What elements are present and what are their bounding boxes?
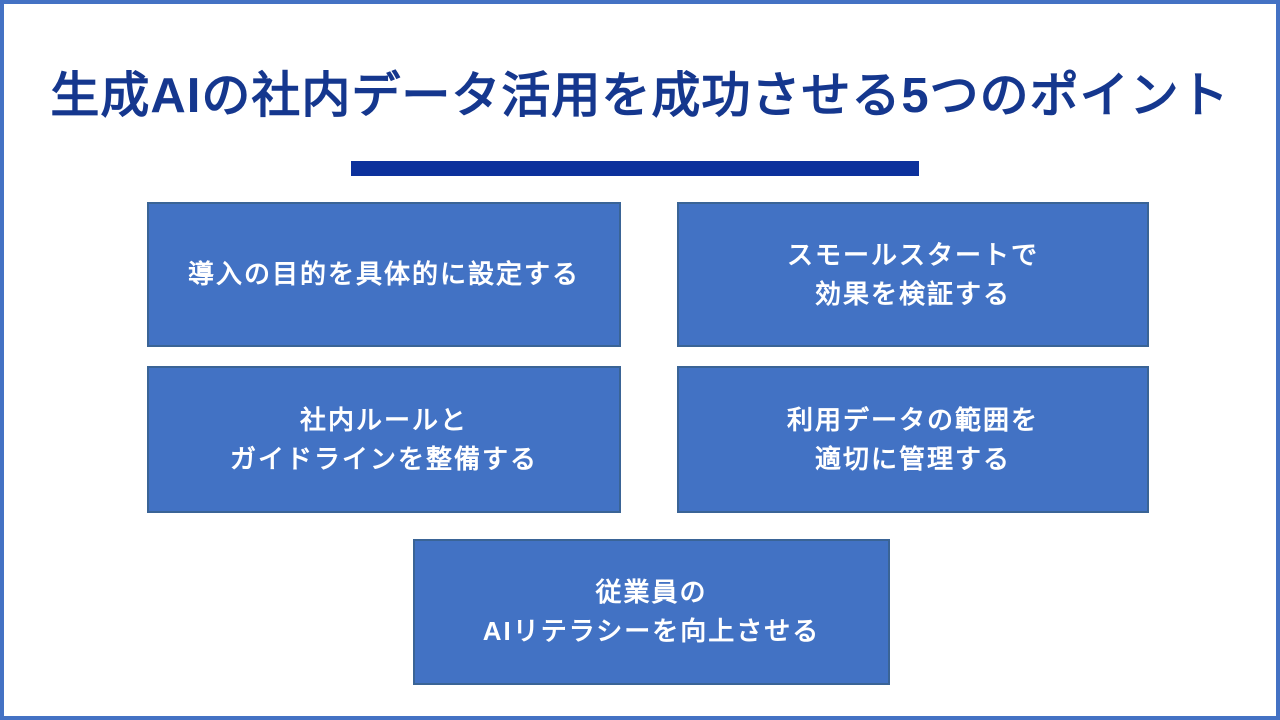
point-box-5: 従業員の AIリテラシーを向上させる <box>413 539 890 685</box>
point-box-3: 社内ルールと ガイドラインを整備する <box>147 366 621 513</box>
point-box-4-line-2: 適切に管理する <box>814 443 1011 474</box>
point-box-4-line-1: 利用データの範囲を <box>786 404 1039 435</box>
point-box-4: 利用データの範囲を 適切に管理する <box>677 366 1149 513</box>
point-box-2: スモールスタートで 効果を検証する <box>677 202 1149 347</box>
point-box-2-line-1: スモールスタートで <box>786 239 1039 270</box>
point-box-5-line-1: 従業員の <box>595 577 708 607</box>
point-box-1-line-1: 導入の目的を具体的に設定する <box>187 259 580 289</box>
page-title: 生成AIの社内データ活用を成功させる5つのポイント <box>50 69 1230 123</box>
point-box-2-line-2: 効果を検証する <box>814 278 1011 309</box>
title-underline-bar <box>351 161 919 176</box>
point-box-1: 導入の目的を具体的に設定する <box>147 202 621 347</box>
point-box-3-line-1: 社内ルールと <box>299 404 468 435</box>
point-box-5-line-2: AIリテラシーを向上させる <box>482 616 821 646</box>
point-box-3-line-2: ガイドラインを整備する <box>229 443 538 474</box>
